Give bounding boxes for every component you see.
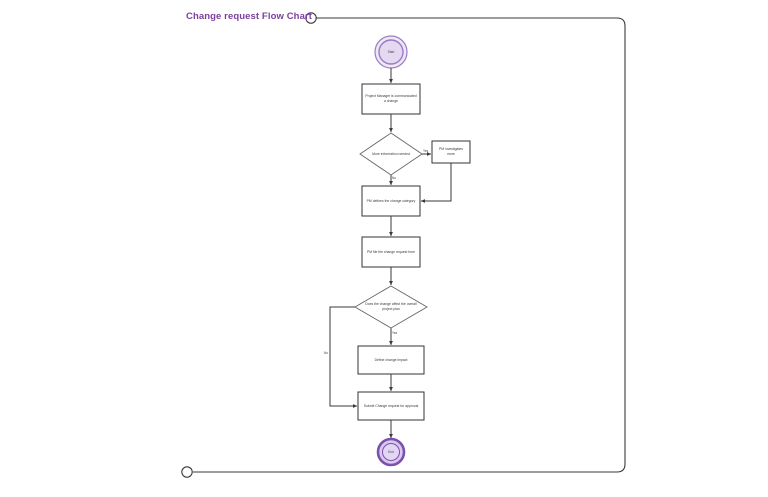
edge-n2-to-n3 <box>420 163 452 203</box>
node-start[interactable] <box>374 35 408 69</box>
outer-frame-path <box>193 17 626 473</box>
page-title: Change request Flow Chart <box>186 11 313 22</box>
title-connector-circle <box>305 12 317 24</box>
node-n5-shape[interactable] <box>357 345 425 375</box>
node-end[interactable] <box>376 437 406 467</box>
node-d1-shape[interactable] <box>359 132 423 176</box>
node-n1-shape[interactable] <box>361 83 421 115</box>
node-n4-shape[interactable] <box>361 236 421 268</box>
node-n2-shape[interactable] <box>431 140 471 164</box>
node-d2-shape[interactable] <box>354 285 428 329</box>
edge-d2-no-to-n6 <box>329 306 358 408</box>
footer-connector-circle <box>181 466 193 478</box>
node-n6-shape[interactable] <box>357 391 425 421</box>
node-n3-shape[interactable] <box>361 185 421 217</box>
